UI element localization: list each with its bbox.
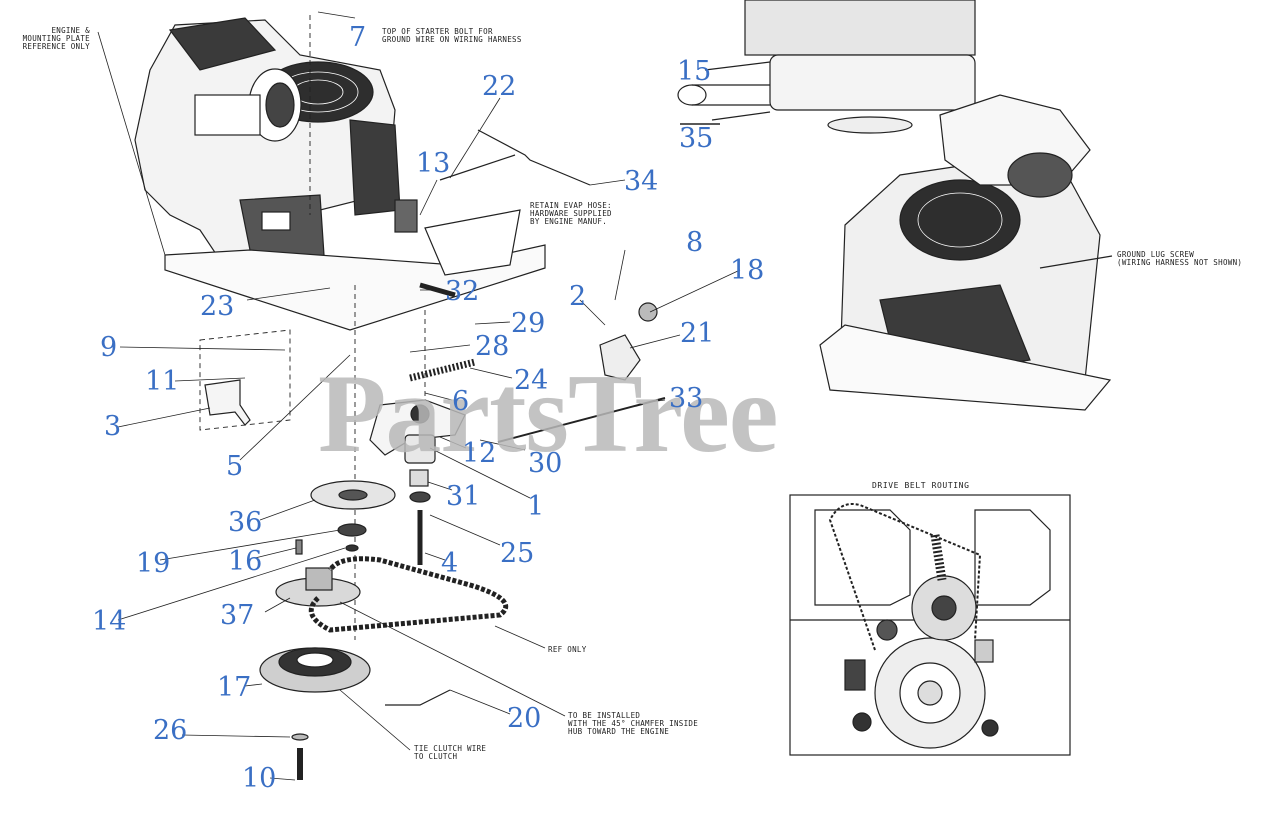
callout-9: 9 <box>100 332 118 363</box>
bracket <box>204 379 251 426</box>
engine-illustration <box>134 17 418 281</box>
note-engine-reference: ENGINE & MOUNTING PLATE REFERENCE ONLY <box>22 26 90 51</box>
callout-4: 4 <box>441 548 459 579</box>
callout-20: 20 <box>507 703 542 734</box>
note-chamfer: TO BE INSTALLED WITH THE 45° CHAMFER INS… <box>568 711 699 736</box>
belt-routing-title: DRIVE BELT ROUTING <box>872 481 970 490</box>
callout-6: 6 <box>452 386 470 417</box>
callout-1: 1 <box>527 491 545 522</box>
callout-36: 36 <box>228 507 263 538</box>
callout-37: 37 <box>220 600 255 631</box>
callout-11: 11 <box>145 366 180 397</box>
callout-19: 19 <box>136 548 171 579</box>
callout-21: 21 <box>680 318 715 349</box>
note-ref-only: REF ONLY <box>548 645 587 654</box>
callout-15: 15 <box>677 56 712 87</box>
callout-5: 5 <box>226 451 244 482</box>
callout-28: 28 <box>475 331 510 362</box>
callout-7: 7 <box>349 22 367 53</box>
callout-32: 32 <box>445 276 480 307</box>
belt-routing-panel <box>789 494 1071 756</box>
callout-35: 35 <box>679 123 714 154</box>
engine-right-illustration <box>819 94 1113 411</box>
callout-31: 31 <box>446 481 481 512</box>
callout-26: 26 <box>153 715 188 746</box>
callout-16: 16 <box>228 546 263 577</box>
note-evap-hose: RETAIN EVAP HOSE: HARDWARE SUPPLIED BY E… <box>530 201 612 226</box>
callout-10: 10 <box>242 763 277 794</box>
callout-18: 18 <box>730 255 765 286</box>
callout-30: 30 <box>528 448 563 479</box>
callout-17: 17 <box>217 672 252 703</box>
callout-14: 14 <box>92 606 127 637</box>
callout-29: 29 <box>511 308 546 339</box>
callout-2: 2 <box>569 281 587 312</box>
callout-3: 3 <box>104 411 122 442</box>
muffler-illustration <box>677 0 976 134</box>
callout-8: 8 <box>686 227 704 258</box>
callout-24: 24 <box>514 365 549 396</box>
note-tie-clutch: TIE CLUTCH WIRE TO CLUTCH <box>414 744 487 761</box>
callout-23: 23 <box>200 291 235 322</box>
callout-33: 33 <box>669 383 704 414</box>
note-starter-bolt: TOP OF STARTER BOLT FOR GROUND WIRE ON W… <box>382 27 522 44</box>
callout-34: 34 <box>624 166 659 197</box>
note-ground-lug: GROUND LUG SCREW (WIRING HARNESS NOT SHO… <box>1117 250 1243 267</box>
watermark: PartsTree <box>318 352 779 476</box>
callout-13: 13 <box>416 148 451 179</box>
callout-22: 22 <box>482 71 517 102</box>
drive-belt <box>308 556 509 633</box>
callout-25: 25 <box>500 538 535 569</box>
callout-12: 12 <box>462 438 497 469</box>
